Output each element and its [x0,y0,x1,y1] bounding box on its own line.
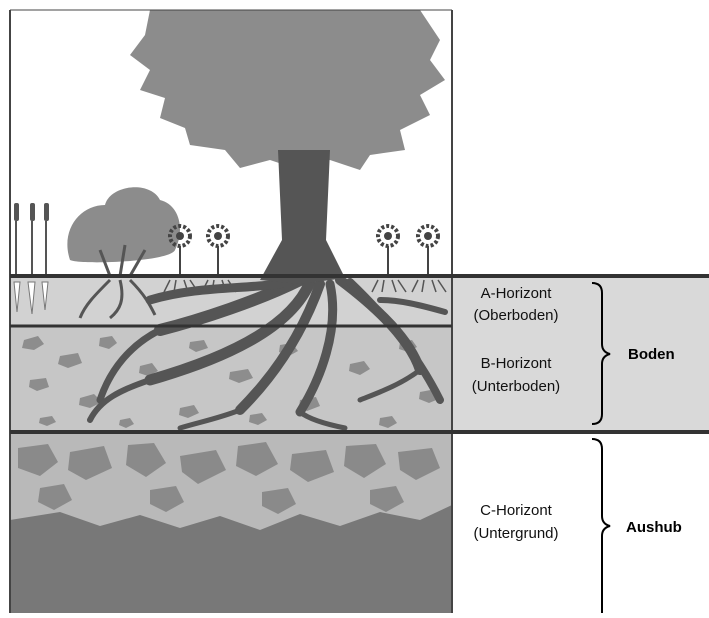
b-horizon-line2: (Unterboden) [472,378,560,395]
c-horizon-line1: C-Horizont [480,502,553,519]
aushub-brace [592,439,610,613]
tree-trunk [260,150,345,284]
a-horizon-line2: (Oberboden) [473,307,558,324]
a-horizon-line1: A-Horizont [481,285,553,302]
c-horizon-line2: (Untergrund) [473,525,558,542]
b-horizon-line1: B-Horizont [481,355,553,372]
boden-label: Boden [628,346,675,363]
tree-crown [130,10,445,170]
aushub-label: Aushub [626,519,682,536]
